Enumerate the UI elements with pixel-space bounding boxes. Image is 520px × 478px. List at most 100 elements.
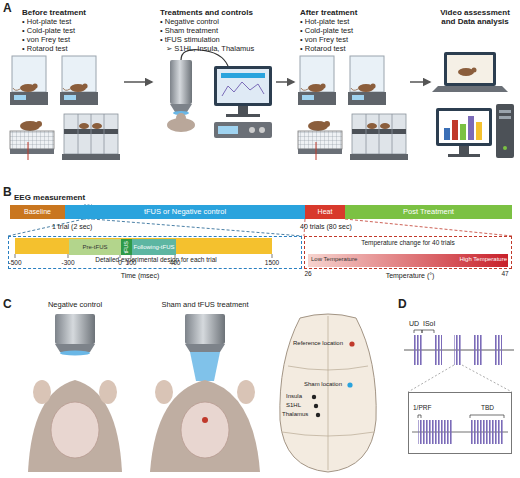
- pulse-train: [454, 335, 462, 365]
- label: -500: [0, 259, 30, 266]
- negative-control-setup: [55, 314, 95, 344]
- trial-segment: Pre-tFUS: [69, 239, 121, 255]
- node-text: Post Treatment: [403, 208, 454, 216]
- pulse-train: [414, 335, 422, 365]
- node-text: tFUS or Negative control: [144, 208, 226, 216]
- label: 1 trial (2 sec): [52, 223, 92, 231]
- tfus-treatment-setup: [202, 417, 208, 423]
- label: Sham location: [304, 381, 342, 388]
- pulse-train: [404, 330, 514, 444]
- analysis-computers: [458, 68, 474, 76]
- skull-map: [349, 341, 354, 346]
- analysis-computers: [499, 110, 511, 113]
- tfus-setup: [226, 114, 260, 117]
- after-tests: [298, 56, 408, 160]
- tfus-setup: [170, 60, 192, 104]
- zoom-lines: [345, 219, 512, 236]
- analysis-computers: [472, 68, 477, 73]
- label: Temperature (°): [370, 272, 450, 280]
- negative-control-setup: [33, 380, 51, 404]
- label: ISoI: [423, 320, 435, 328]
- label: • Rotarod test: [22, 45, 68, 54]
- tfus-setup: [259, 127, 265, 133]
- label: • Hot-plate test: [22, 18, 71, 27]
- flow-arrow: [410, 81, 430, 83]
- analysis-computers: [452, 120, 458, 140]
- label: -300: [53, 259, 83, 266]
- label: Treatments and controls: [160, 8, 253, 17]
- flow-arrow: [276, 81, 294, 83]
- negative-control-setup: [99, 380, 117, 404]
- label: • Cold-plate test: [300, 27, 353, 36]
- tfus-setup: [170, 104, 192, 112]
- analysis-computers: [460, 124, 466, 140]
- pulse-train: [418, 420, 452, 444]
- node-text: tFUS: [124, 241, 130, 254]
- pulse-train: [494, 335, 502, 365]
- before-tests: [10, 56, 120, 160]
- label: D: [398, 298, 407, 312]
- label: Reference location: [293, 340, 343, 347]
- tfus-setup: [238, 106, 248, 114]
- node-text: Detailed experimental design for each tr…: [9, 257, 303, 264]
- tfus-treatment-setup: [185, 344, 225, 352]
- tfus-setup: [249, 127, 255, 133]
- pulse-train: [422, 330, 434, 333]
- timeline-band: Heat: [305, 205, 345, 219]
- skull-map: [280, 314, 376, 472]
- tfus-setup: [221, 73, 265, 78]
- pulse-train: [470, 420, 504, 444]
- label: • Cold-plate test: [22, 27, 75, 36]
- flow-arrow: [124, 81, 152, 83]
- tfus-setup: [176, 113, 186, 123]
- zoom-lines: [92, 219, 302, 236]
- negative-control-setup: [60, 351, 90, 356]
- analysis-computers: [496, 104, 514, 158]
- heat-detail-box: Temperature change for 40 trialsLow Temp…: [304, 236, 512, 269]
- analysis-computers: [503, 146, 507, 150]
- skull-map: [282, 432, 374, 436]
- label: • von Frey test: [300, 36, 348, 45]
- timeline-band: Baseline: [10, 205, 65, 219]
- analysis-computers: [432, 86, 508, 92]
- label: Video assessment and Data analysis: [436, 8, 514, 26]
- trial-band: [15, 238, 272, 254]
- tfus-treatment-setup: [155, 380, 173, 404]
- pulse-train: [434, 335, 442, 365]
- timeline-band: Post Treatment: [345, 205, 512, 219]
- label: Sham and tFUS treatment: [150, 301, 260, 310]
- node-text: Pre-tFUS: [82, 244, 107, 250]
- tfus-treatment-setup: [185, 314, 225, 344]
- skull-map: [347, 382, 352, 387]
- analysis-computers: [476, 122, 482, 140]
- label: • Sham treatment: [160, 27, 218, 36]
- pulse-train: [414, 330, 422, 333]
- tfus-treatment-setup: [150, 380, 260, 472]
- negative-control-setup: [28, 314, 122, 472]
- pulse-train: [408, 365, 454, 392]
- tfus-setup: [167, 50, 272, 138]
- analysis-computers: [447, 55, 493, 83]
- axis-ticks: [15, 254, 16, 258]
- node-text: Heat: [318, 208, 333, 215]
- tfus-setup: [217, 69, 269, 103]
- tfus-setup: [222, 82, 264, 96]
- skull-map: [280, 314, 376, 472]
- label: EEG measurement: [14, 193, 85, 202]
- label: • Negative control: [160, 18, 219, 27]
- analysis-computers: [444, 52, 496, 86]
- flow-arrow: [124, 82, 430, 83]
- zoom-lines: [8, 205, 512, 236]
- skull-map: [316, 413, 320, 417]
- pulse-inset: 1/PRF TBD: [408, 392, 512, 454]
- node-text: 1/PRF: [413, 405, 453, 412]
- label: • Hot-plate test: [300, 18, 349, 27]
- label: 26: [298, 270, 318, 277]
- analysis-computers: [436, 108, 492, 146]
- skull-map: [314, 404, 318, 408]
- label: Before treatment: [22, 8, 86, 17]
- node-text: TBD: [481, 405, 511, 412]
- label: 40 trials (80 sec): [300, 223, 352, 231]
- negative-control-setup: [28, 380, 122, 472]
